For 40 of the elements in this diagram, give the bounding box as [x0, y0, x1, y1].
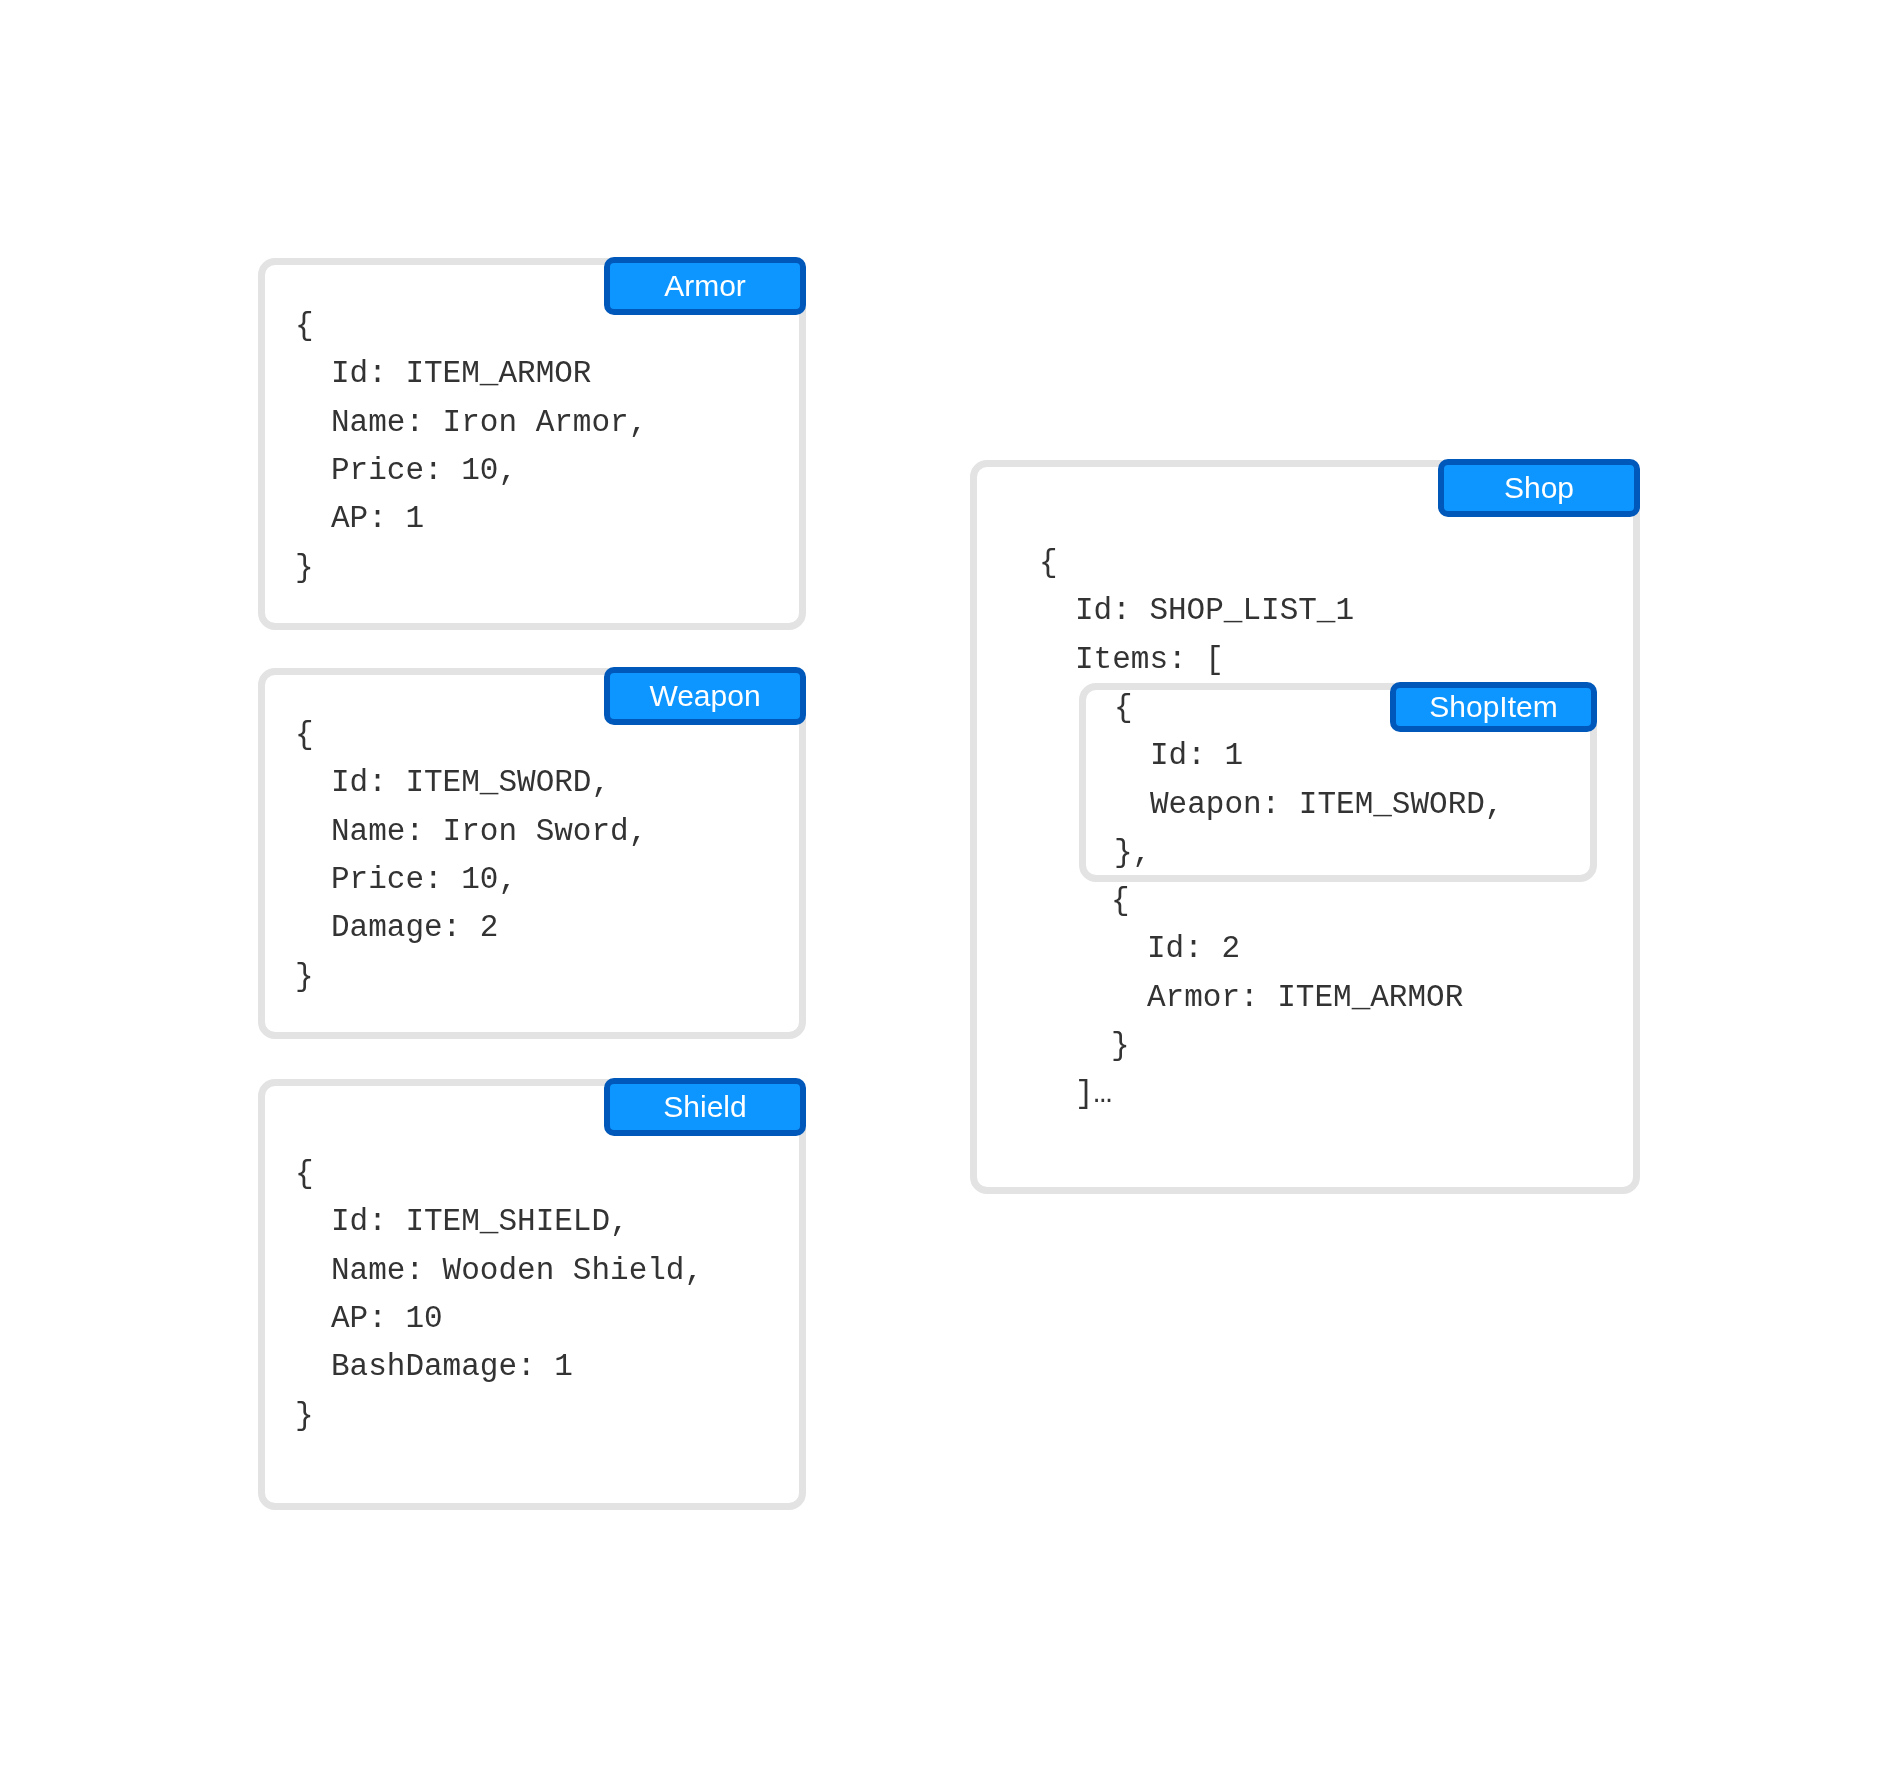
title-tag: ShopItem [1390, 682, 1597, 732]
code-line: Price: 10, [331, 453, 518, 488]
code-card [970, 460, 1640, 1194]
code-line: BashDamage: 1 [331, 1350, 573, 1385]
code-line: AP: 1 [331, 502, 424, 537]
code-line: } [295, 959, 314, 994]
title-tag: Weapon [604, 667, 806, 725]
code-line: { [1039, 546, 1058, 580]
code-line: { [1111, 884, 1130, 919]
code-line: { [295, 309, 314, 343]
code-line: Id: SHOP_LIST_1 [1075, 594, 1355, 629]
code-line: Id: ITEM_SHIELD, [331, 1205, 629, 1240]
title-tag: Armor [604, 257, 806, 315]
code-line: Name: Iron Sword, [331, 814, 648, 849]
code-line: AP: 10 [331, 1301, 443, 1336]
code-line: ]… [1075, 1077, 1113, 1112]
title-tag: Shield [604, 1078, 806, 1136]
code-card [258, 258, 806, 630]
code-line: { [295, 718, 314, 752]
code-card [1079, 683, 1597, 882]
code-line: Id: 1 [1150, 739, 1243, 774]
code-line: Id: ITEM_ARMOR [331, 357, 592, 392]
code-line: }, [1114, 835, 1152, 870]
code-line: { [1114, 691, 1133, 725]
code-line: } [1111, 1029, 1130, 1063]
code-line: Items: [ [1075, 642, 1224, 677]
code-line: { [295, 1157, 314, 1191]
code-card [258, 1079, 806, 1510]
code-line: Id: ITEM_SWORD, [331, 766, 611, 801]
title-tag: Shop [1438, 459, 1640, 517]
code-line: } [295, 550, 314, 585]
code-card [258, 668, 806, 1039]
code-line: } [295, 1398, 314, 1433]
code-line: Damage: 2 [331, 911, 499, 946]
code-line: Armor: ITEM_ARMOR [1147, 980, 1464, 1015]
code-line: Id: 2 [1147, 932, 1240, 967]
code-line: Name: Wooden Shield, [331, 1253, 704, 1288]
code-line: Weapon: ITEM_SWORD, [1150, 787, 1504, 822]
code-line: Price: 10, [331, 862, 518, 897]
code-line: Name: Iron Armor, [331, 405, 648, 440]
